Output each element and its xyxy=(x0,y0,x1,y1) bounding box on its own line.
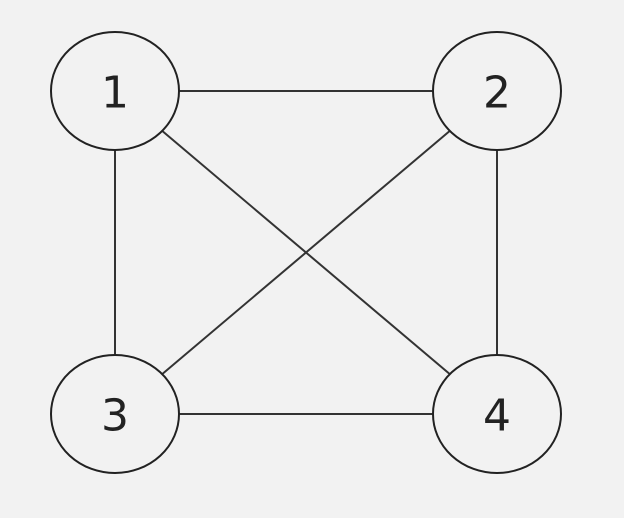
node-2-label: 2 xyxy=(483,68,511,119)
node-1-label: 1 xyxy=(101,68,129,119)
node-2-circle xyxy=(432,31,562,151)
node-1-circle xyxy=(50,31,180,151)
node-3-label: 3 xyxy=(101,391,129,442)
node-4-circle xyxy=(432,354,562,474)
node-3-circle xyxy=(50,354,180,474)
node-4-label: 4 xyxy=(483,391,511,442)
edge-2-3 xyxy=(161,130,451,375)
nodes-layer: 1 2 3 4 xyxy=(50,31,562,474)
edges-layer xyxy=(114,90,498,415)
node-2: 2 xyxy=(432,31,562,151)
node-1: 1 xyxy=(50,31,180,151)
node-3: 3 xyxy=(50,354,180,474)
node-4: 4 xyxy=(432,354,562,474)
